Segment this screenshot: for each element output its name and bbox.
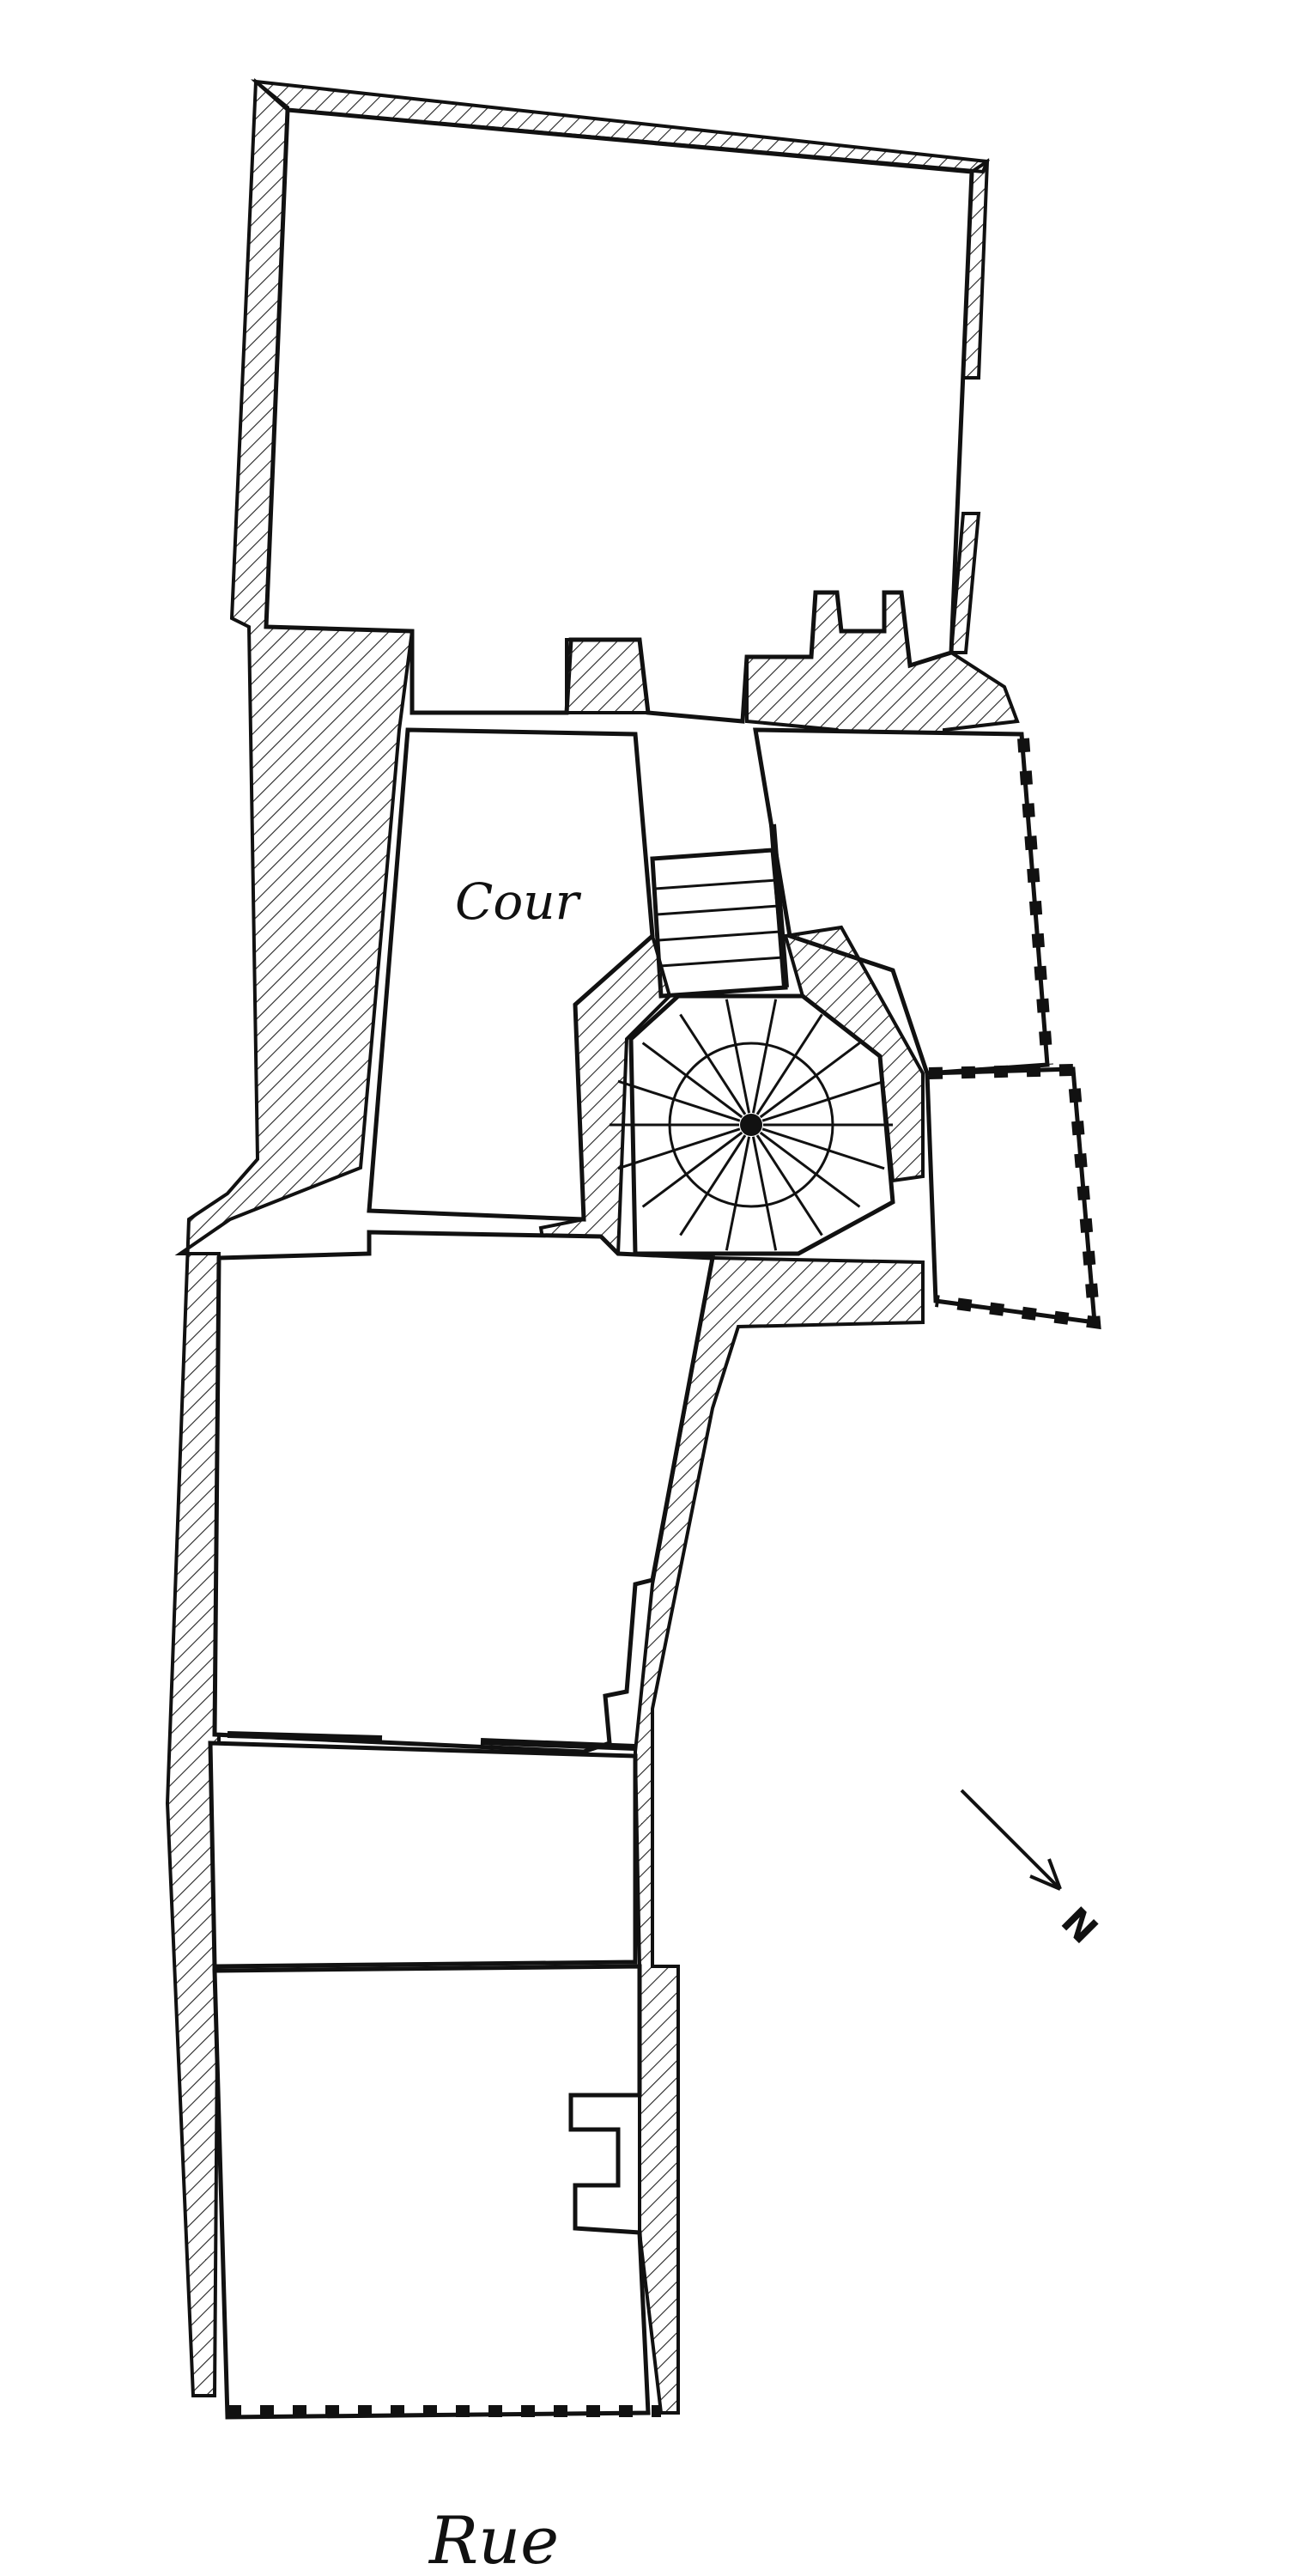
stair-tread	[617, 1079, 741, 1122]
partition-a-right	[480, 1738, 636, 1751]
stair-tread	[751, 1136, 778, 1251]
stair-tread	[761, 1079, 885, 1122]
stair-tread	[759, 1131, 861, 1208]
stair-tread	[759, 1042, 861, 1119]
window-pavilion	[928, 1063, 1101, 1330]
stair-tread	[755, 1013, 823, 1115]
stair-tread	[761, 1127, 885, 1170]
stair-tread	[679, 1134, 747, 1236]
stair-tread	[755, 1134, 823, 1236]
room-lower-middle	[208, 1741, 638, 1969]
stair-tread	[679, 1013, 747, 1115]
north-arrow-icon: N	[960, 1789, 1106, 1953]
street-label: Rue	[428, 2502, 559, 2576]
partition-a-left	[227, 1731, 383, 1742]
stair-tread	[751, 999, 778, 1114]
stair-tread	[617, 1127, 741, 1170]
stair-tread	[641, 1042, 743, 1119]
straight-stair	[650, 823, 789, 999]
spiral-staircase-icon	[610, 993, 895, 1256]
north-label: N	[1052, 1899, 1106, 1953]
window-right-middle	[1017, 738, 1053, 1066]
outer-wall-lower-right	[633, 1255, 925, 2415]
room-pavilion	[925, 1066, 1097, 1325]
room-lower-upper	[212, 1230, 715, 1754]
room-street	[212, 1964, 651, 2420]
stair-tread	[641, 1131, 743, 1208]
stair-tread	[725, 1136, 751, 1251]
stair-tread	[725, 999, 751, 1114]
pier-left	[565, 638, 651, 714]
courtyard-label: Cour	[455, 872, 582, 931]
